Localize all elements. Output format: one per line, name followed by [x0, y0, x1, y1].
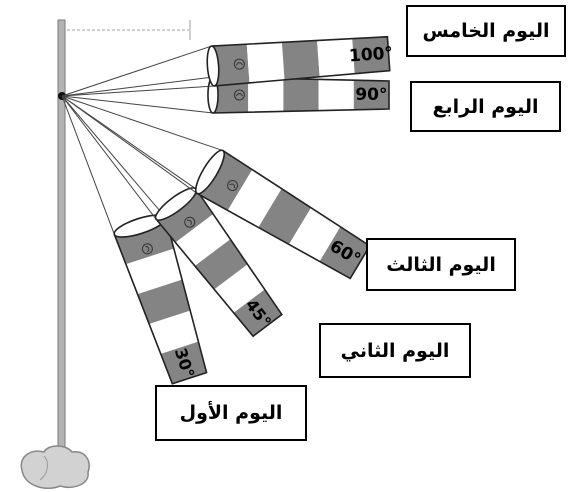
angle-label-day5: 100°	[348, 43, 393, 66]
label-day2: اليوم الثاني	[319, 323, 471, 378]
label-day4: اليوم الرابع	[410, 81, 561, 132]
emblem-icon	[233, 58, 245, 70]
mast-pole	[57, 19, 66, 461]
angle-label-day4: 90°	[355, 85, 387, 105]
rigging-line	[61, 95, 167, 218]
sock-mouth	[194, 149, 226, 195]
windsock-day5: 100°	[61, 35, 394, 97]
label-day1: اليوم الأول	[155, 385, 307, 441]
rigging-line	[61, 95, 224, 152]
rigging-line	[61, 45, 212, 97]
rigging-line	[61, 95, 198, 194]
emblem-icon	[227, 180, 239, 192]
rigging-line	[61, 95, 115, 235]
windsock-day1: 30°	[61, 95, 208, 385]
emblem-icon	[141, 243, 153, 255]
emblem-icon	[184, 216, 196, 228]
windsock-day3: 60°	[61, 95, 371, 280]
label-day3: اليوم الثالث	[366, 238, 516, 291]
windsock-day4: 90°	[61, 76, 390, 114]
label-day5: اليوم الخامس	[406, 5, 566, 57]
rigging-line	[61, 95, 214, 114]
rock-base-icon	[20, 445, 90, 490]
rigging-line	[61, 76, 214, 97]
emblem-icon	[233, 89, 245, 101]
rigging-line	[61, 95, 157, 220]
windsock-day2: 45°	[61, 95, 283, 338]
sock-mouth	[206, 45, 220, 87]
rigging-line	[61, 85, 215, 97]
